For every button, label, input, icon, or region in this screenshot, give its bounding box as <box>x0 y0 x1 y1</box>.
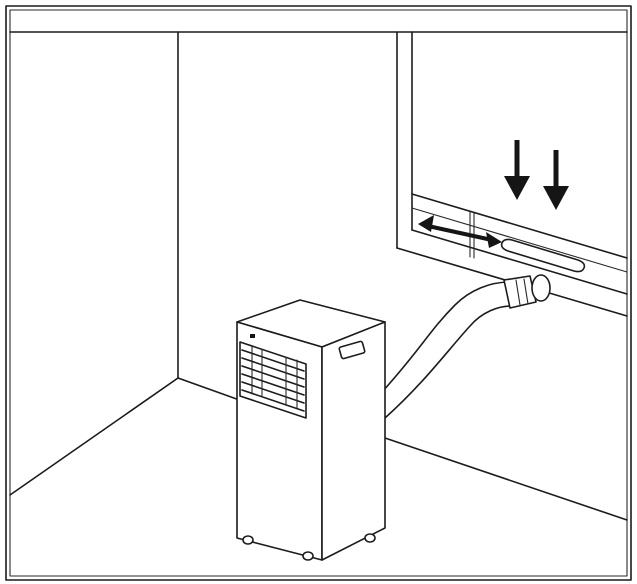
frame <box>5 5 632 581</box>
down-arrow-icon <box>504 140 569 210</box>
room-corner <box>9 31 628 521</box>
hose-nozzle <box>503 274 551 309</box>
horizontal-double-arrow-icon <box>418 215 502 248</box>
window-slider-kit <box>500 238 586 273</box>
window <box>396 31 628 317</box>
exhaust-hose <box>381 281 513 419</box>
portable-air-conditioner <box>236 299 386 561</box>
